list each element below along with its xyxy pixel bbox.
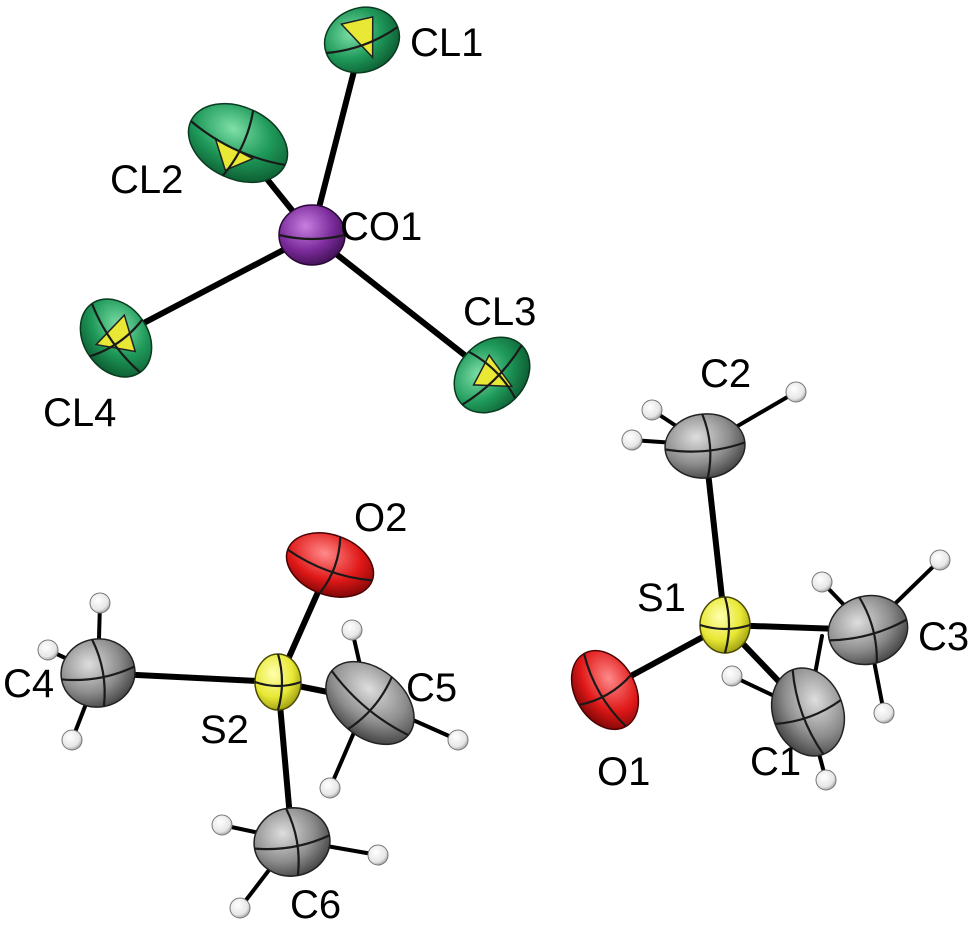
label-s2: S2: [200, 708, 249, 752]
bond-co1-cl4: [112, 232, 315, 341]
label-c5: C5: [406, 666, 457, 710]
hydrogen-atoms: [37, 381, 951, 919]
label-co1: CO1: [340, 205, 422, 249]
atom-cl2: [187, 102, 289, 184]
hydrogen-atom: [367, 844, 389, 866]
atom-c3: [827, 594, 909, 666]
atom-co1: [278, 204, 346, 266]
hydrogen-atom: [37, 639, 59, 661]
label-cl1: CL1: [410, 21, 483, 65]
label-o1: O1: [597, 750, 650, 794]
hydrogen-atom: [89, 592, 111, 614]
hydrogen-atom: [621, 429, 643, 451]
atom-c5: [325, 660, 415, 746]
hydrogen-atom: [721, 665, 743, 687]
label-c1: C1: [750, 740, 801, 784]
hydrogen-atom: [785, 381, 807, 403]
hydrogen-atom: [61, 729, 83, 751]
hydrogen-atom: [641, 399, 663, 421]
label-cl4: CL4: [43, 391, 116, 435]
label-c4: C4: [3, 662, 54, 706]
label-cl2: CL2: [110, 158, 183, 202]
label-s1: S1: [637, 576, 686, 620]
atom-cl4: [79, 298, 153, 378]
hydrogen-atom: [341, 619, 363, 641]
atom-o2: [285, 532, 375, 598]
label-c2: C2: [700, 352, 751, 396]
atom-cl1: [323, 6, 401, 74]
hydrogen-atom: [211, 814, 233, 836]
hydrogen-atom: [447, 729, 469, 751]
hydrogen-atom: [811, 571, 833, 593]
label-c6: C6: [290, 883, 341, 927]
label-cl3: CL3: [463, 290, 536, 334]
label-c3: C3: [918, 615, 969, 659]
hydrogen-atom: [929, 549, 951, 571]
atom-c1: [770, 667, 846, 757]
atom-c6: [253, 807, 331, 877]
bond-co1-cl3: [309, 232, 493, 378]
hydrogen-atom: [873, 702, 895, 724]
hydrogen-bonds: [46, 390, 942, 910]
hydrogen-atom: [319, 777, 341, 799]
hydrogen-atom: [229, 897, 251, 919]
atom-o1: [570, 649, 640, 731]
atom-c4: [60, 638, 136, 708]
hydrogen-atom: [815, 769, 837, 791]
atom-s2: [254, 653, 302, 711]
atom-c2: [664, 413, 746, 479]
atom-s1: [699, 596, 751, 654]
atom-cl3: [453, 336, 531, 414]
atom-labels: CL1 CL2 CO1 CL3 CL4 C2 O2 S1 C3 C4 C5 S2…: [3, 21, 969, 927]
label-o2: O2: [354, 496, 407, 540]
